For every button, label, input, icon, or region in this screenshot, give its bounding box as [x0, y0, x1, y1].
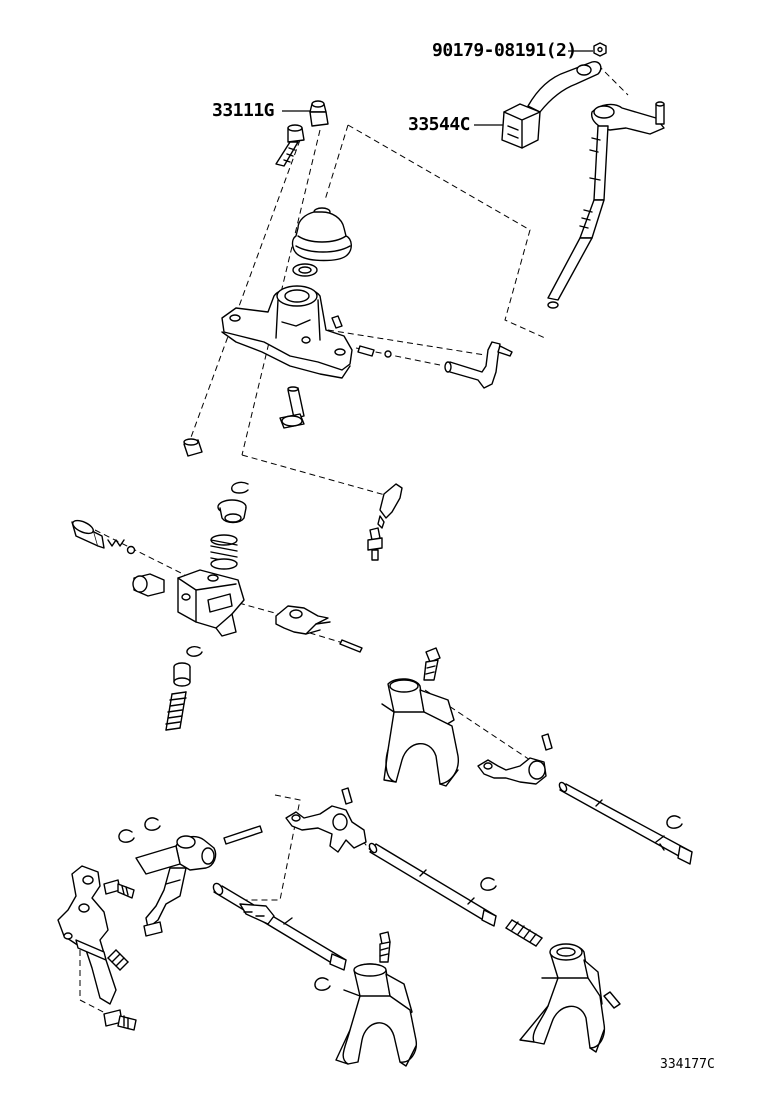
- torsion-spring[interactable]: [107, 949, 129, 971]
- snap-ring-c[interactable]: [118, 829, 135, 843]
- snap-ring-shaft-2[interactable]: [480, 877, 497, 891]
- bolt-small-b[interactable]: [103, 879, 135, 899]
- plug-33111G[interactable]: [309, 100, 329, 127]
- spring-pin[interactable]: [357, 345, 392, 358]
- shift-head-1[interactable]: [477, 757, 547, 785]
- callout-nut[interactable]: 90179-08191(2): [432, 40, 593, 61]
- select-shaft-stub[interactable]: [132, 573, 165, 597]
- bolt-small-a[interactable]: [367, 527, 383, 561]
- nut-90179-08191[interactable]: [593, 42, 607, 57]
- callout-plug-label[interactable]: 33111G: [212, 100, 275, 121]
- shift-housing[interactable]: [221, 285, 353, 379]
- compression-spring-c[interactable]: [505, 919, 543, 947]
- figure-number: 334177C: [660, 1057, 715, 1072]
- inner-shift-lever[interactable]: [444, 341, 513, 389]
- ring-clip-b[interactable]: [186, 645, 203, 657]
- pin-small-a[interactable]: [339, 639, 363, 653]
- snap-ring-a[interactable]: [231, 481, 249, 494]
- plunger[interactable]: [173, 662, 191, 687]
- snap-ring-d[interactable]: [144, 817, 161, 831]
- reverse-restrict-lever[interactable]: [57, 865, 117, 1005]
- compression-spring-b[interactable]: [165, 691, 187, 731]
- bolt-fork-3[interactable]: [379, 931, 391, 963]
- shift-head-2[interactable]: [285, 805, 367, 853]
- callout-plug[interactable]: 33111G: [212, 100, 310, 121]
- plug-small[interactable]: [183, 438, 203, 457]
- snap-ring-shaft-1[interactable]: [666, 815, 683, 829]
- detent-plug[interactable]: [71, 518, 105, 549]
- shift-lever-boot[interactable]: [291, 207, 352, 277]
- fork-shaft-2[interactable]: [368, 842, 497, 927]
- shift-select-block[interactable]: [177, 569, 245, 637]
- pin-small-c[interactable]: [341, 787, 353, 805]
- assembly-guide-lines: [79, 64, 629, 1019]
- shift-fork-3[interactable]: [335, 963, 417, 1067]
- snap-ring-e[interactable]: [314, 977, 331, 991]
- bellcrank-lever[interactable]: [377, 483, 403, 529]
- small-ring-a[interactable]: [331, 315, 343, 329]
- selector-shaft-assembly[interactable]: [547, 101, 665, 309]
- detent-spring[interactable]: [107, 539, 136, 555]
- bolt-small-c[interactable]: [103, 1009, 137, 1031]
- callout-cover-label[interactable]: 33544C: [408, 114, 471, 135]
- pin-small-e[interactable]: [603, 991, 621, 1009]
- callout-cover[interactable]: 33544C: [408, 114, 504, 135]
- compression-spring-a[interactable]: [210, 534, 238, 570]
- fork-shaft-1[interactable]: [558, 781, 693, 865]
- pin-small-d[interactable]: [223, 825, 263, 845]
- shift-fork-1[interactable]: [381, 678, 459, 787]
- spring-seat[interactable]: [217, 499, 247, 524]
- shift-head-3[interactable]: [135, 835, 217, 937]
- selector-arm[interactable]: [275, 605, 331, 635]
- lever-cover-33544C[interactable]: [501, 103, 541, 149]
- shift-lever-upper[interactable]: [527, 60, 602, 113]
- shift-fork-4[interactable]: [519, 943, 606, 1053]
- bolt-fork-1[interactable]: [423, 647, 441, 681]
- pin-small-b[interactable]: [541, 733, 553, 751]
- fork-shaft-3[interactable]: [212, 882, 347, 971]
- bolt-upper[interactable]: [275, 124, 305, 167]
- housing-shaft[interactable]: [279, 386, 305, 429]
- callout-nut-label[interactable]: 90179-08191(2): [432, 40, 577, 61]
